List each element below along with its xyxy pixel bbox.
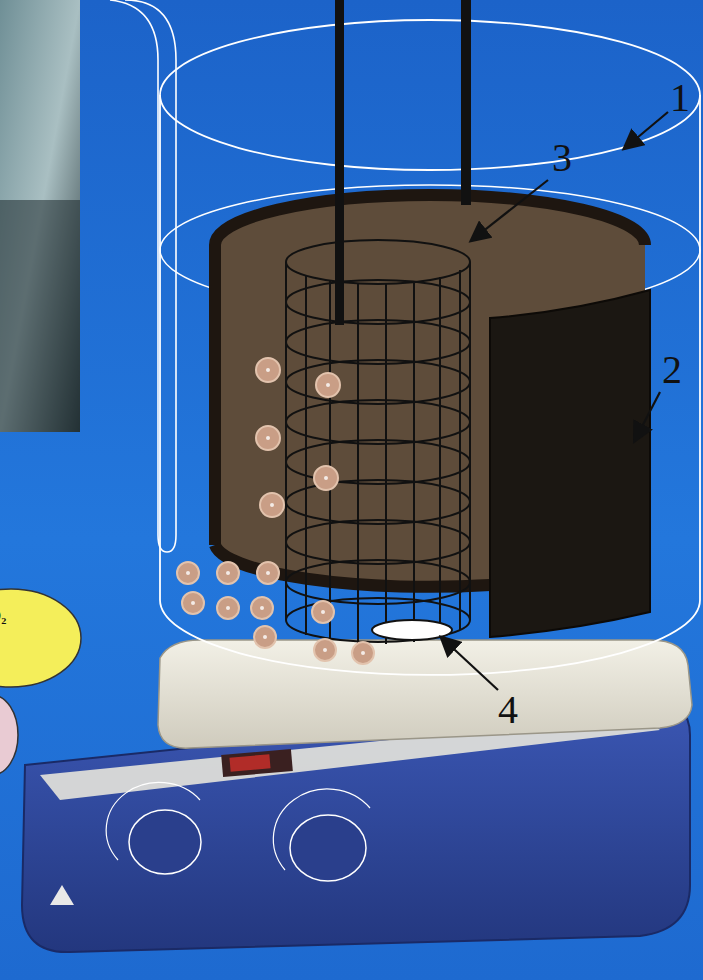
cathode-bottom — [215, 545, 490, 587]
callout-ellipse: O₂ g — [0, 588, 82, 688]
stirrer-display — [221, 749, 293, 777]
mesh-anode — [286, 240, 470, 644]
gas-inlet-tube — [110, 0, 176, 552]
cathode-edge — [209, 245, 221, 545]
callout-number: 1 — [670, 78, 690, 118]
cathode-lead — [461, 0, 471, 205]
knob-scale — [106, 782, 200, 860]
knob-scale — [273, 789, 370, 870]
display-digits — [229, 754, 270, 771]
bubble-fragment — [0, 695, 18, 775]
control-knob — [290, 815, 366, 881]
photo-fragment — [0, 0, 80, 432]
warning-symbol — [50, 885, 74, 905]
callout-number: 3 — [552, 138, 572, 178]
cathode-front-panel — [490, 290, 650, 637]
ellipse-outline — [0, 588, 82, 688]
ellipse-text: O₂ g — [0, 606, 16, 644]
gas-bubbles — [177, 358, 374, 664]
callout-number: 4 — [498, 690, 518, 730]
stir-bar — [372, 620, 452, 640]
photo-shadow — [0, 200, 80, 432]
beaker-wall — [160, 95, 700, 675]
control-knob — [129, 810, 201, 874]
beaker-rim — [160, 20, 700, 170]
callout-leaders — [442, 112, 668, 690]
callout-number: 2 — [662, 350, 682, 390]
anode-lead — [335, 0, 344, 325]
cathode-rim — [215, 195, 645, 245]
bubble-highlights — [186, 368, 365, 655]
